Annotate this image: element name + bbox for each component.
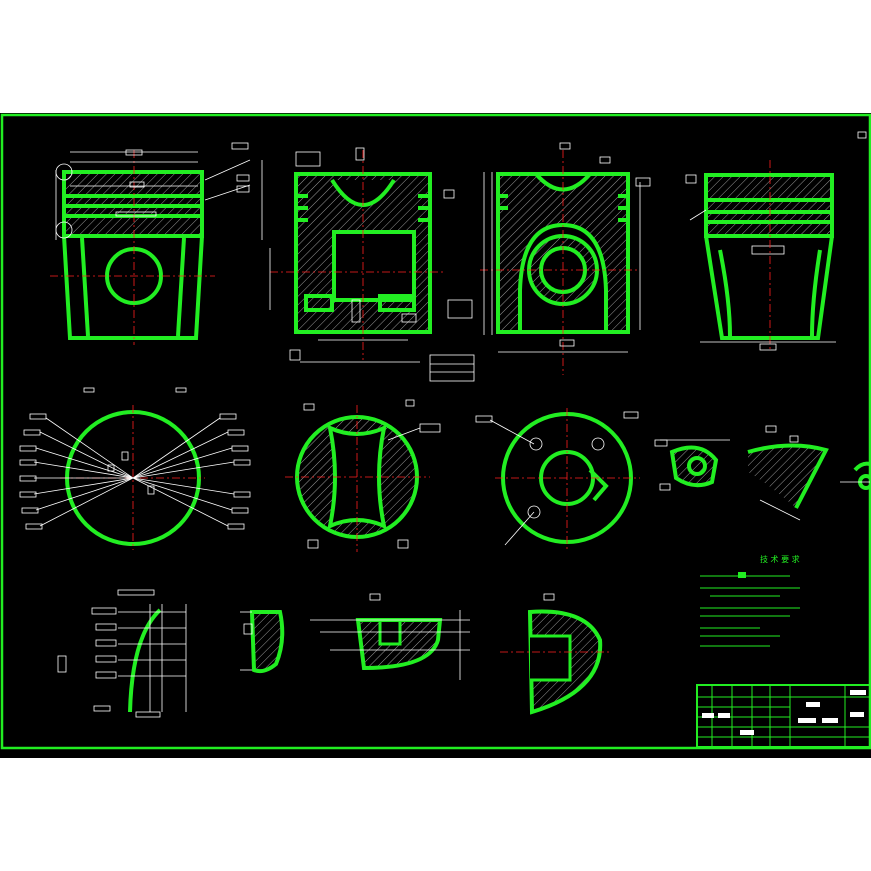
cad-drawing-sheet: 技 术 要 求 xyxy=(0,113,871,758)
title-block xyxy=(696,684,871,748)
detail-views-right xyxy=(660,425,871,521)
piston-side-view xyxy=(685,131,867,351)
drawing-border xyxy=(0,113,871,750)
piston-pin-section-view xyxy=(480,142,651,375)
piston-front-view xyxy=(50,142,251,345)
piston-section-view xyxy=(261,150,475,382)
pin-boss-section-view xyxy=(285,405,441,552)
piston-drawing: 技 术 要 求 xyxy=(0,113,871,750)
piston-bottom-view xyxy=(475,408,640,550)
dimension-annotations xyxy=(83,147,671,491)
ring-groove-details xyxy=(240,593,610,715)
technical-requirements: 技 术 要 求 xyxy=(700,554,800,647)
piston-top-view xyxy=(19,405,251,550)
requirements-heading: 技 术 要 求 xyxy=(760,554,800,564)
skirt-profile-view xyxy=(57,589,187,718)
